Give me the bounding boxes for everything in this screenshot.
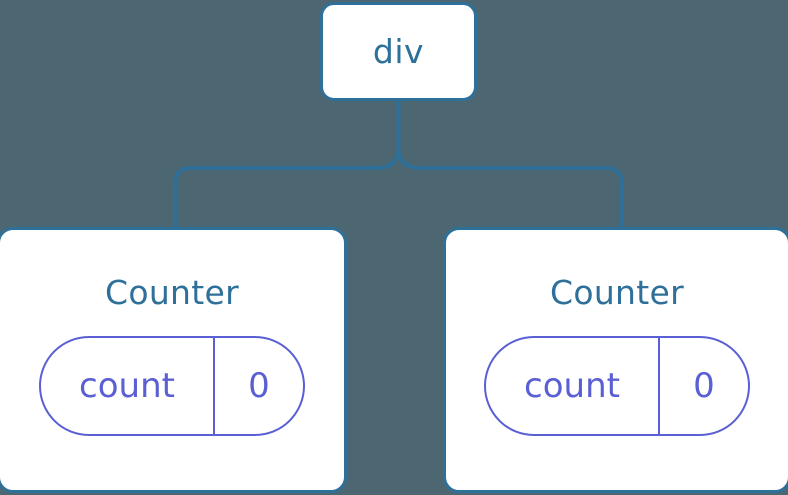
state-pill-right[interactable]: count 0 [484,336,750,436]
state-pill-left[interactable]: count 0 [39,336,305,436]
node-div-label: div [372,32,425,71]
state-key-left: count [41,338,215,434]
edge-root-to-right-counter [396,99,624,229]
node-counter-right-label: Counter [550,273,684,312]
node-div[interactable]: div [320,2,477,101]
node-counter-left[interactable]: Counter count 0 [0,227,347,493]
state-value-right: 0 [693,366,715,406]
node-counter-left-label: Counter [105,273,239,312]
state-key-right: count [486,338,660,434]
node-counter-right[interactable]: Counter count 0 [443,227,788,493]
state-value-left: 0 [248,366,270,406]
edge-root-to-left-counter [173,99,401,229]
